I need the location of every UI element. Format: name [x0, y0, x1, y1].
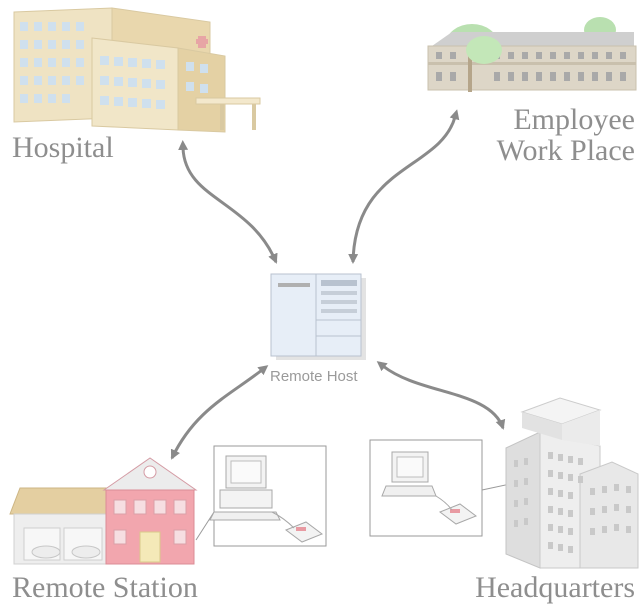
remote-station-firehouse-icon [9, 457, 198, 565]
remote-station-label: Remote Station [12, 571, 198, 604]
headquarters-terminal-icon [369, 439, 511, 537]
employee-label-line1: Employee [513, 103, 635, 136]
remote-host-label: Remote Host [270, 368, 358, 385]
remote-host-server-icon [270, 273, 366, 360]
arrow-host-station [170, 365, 269, 460]
arrow-host-headquarters [376, 361, 506, 430]
remote-station-terminal-icon [195, 445, 327, 547]
employee-workplace-building-icon [427, 17, 637, 92]
headquarters-building-icon [505, 397, 639, 569]
arrow-hospital-host [178, 140, 278, 264]
employee-label-line2: Work Place [496, 134, 635, 167]
hospital-building-icon [13, 7, 261, 133]
hospital-label: Hospital [12, 131, 114, 164]
headquarters-label: Headquarters [475, 571, 635, 604]
employee-workplace-label: Employee Work Place [497, 104, 635, 166]
connection-arrows [170, 109, 506, 460]
arrow-employee-host [348, 109, 460, 264]
